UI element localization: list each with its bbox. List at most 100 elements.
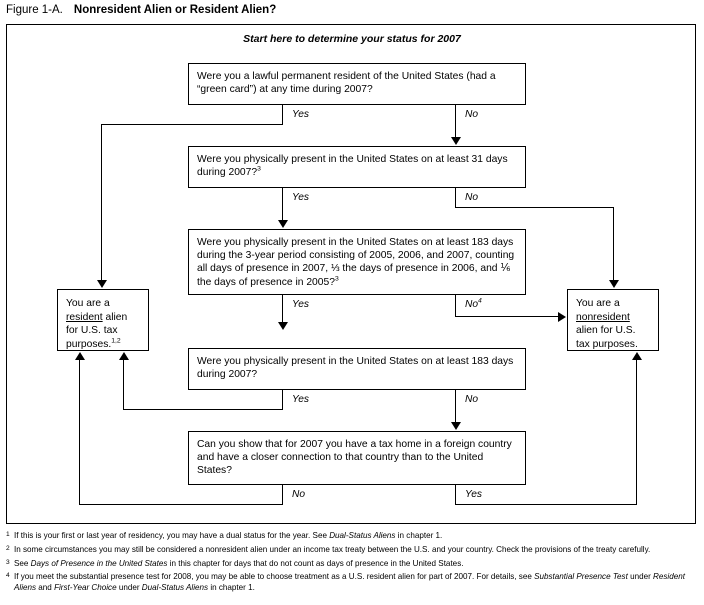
q3-yes-label: Yes <box>292 299 309 310</box>
connector-q2-no-seg2 <box>455 207 614 209</box>
resident-outcome-footnote-ref: 1,2 <box>111 337 121 345</box>
footnote-3: 3 See Days of Presence in the United Sta… <box>6 559 696 569</box>
q1-yes-label: Yes <box>292 109 309 120</box>
q5-yes-label: Yes <box>465 489 482 500</box>
q4-no-label: No <box>465 394 479 405</box>
connector-q4-yes-seg2 <box>123 409 283 411</box>
q1-no-label: No <box>465 109 479 120</box>
footnote-4-text: If you meet the substantial presence tes… <box>14 572 685 591</box>
green-card-question-text: Were you a lawful permanent resident of … <box>197 71 496 96</box>
connector-q5-yes-seg3 <box>636 359 638 505</box>
figure-caption: Figure 1-A. Nonresident Alien or Resident… <box>6 4 696 22</box>
connector-q4-no-arrowhead <box>451 422 461 430</box>
figure-number: Figure 1-A. <box>6 4 63 16</box>
nonresident-outcome-line3: alien for U.S. <box>576 325 636 337</box>
footnote-1-part-2: in chapter 1. <box>395 531 443 540</box>
start-here-note: Start here to determine your status for … <box>243 33 461 45</box>
nonresident-outcome-line4: tax purposes. <box>576 338 638 350</box>
footnote-3-marker: 3 <box>6 558 10 566</box>
flowchart-frame: Start here to determine your status for … <box>6 24 696 524</box>
tax-home-question-text: Can you show that for 2007 you have a ta… <box>197 439 512 477</box>
connector-q2-yes-arrowhead <box>278 220 288 228</box>
183-days-2007-question-box: Were you physically present in the Unite… <box>188 348 526 390</box>
connector-q5-yes-seg2 <box>455 504 637 506</box>
footnote-3-part-0: See <box>14 558 31 568</box>
green-card-question-box: Were you a lawful permanent resident of … <box>188 63 526 105</box>
connector-q5-no-arrowhead <box>75 352 85 360</box>
footnote-1: 1 If this is your first or last year of … <box>6 531 696 541</box>
footnote-4-part-5: First-Year Choice <box>54 582 117 592</box>
q5-no-label: No <box>292 489 306 500</box>
connector-q4-yes-seg3 <box>123 359 125 410</box>
footnote-1-text: If this is your first or last year of re… <box>14 531 442 540</box>
footnote-4-part-1: Substantial Presence Test <box>534 572 628 582</box>
resident-outcome-line4: purposes. <box>66 338 112 350</box>
connector-q1-yes-seg1 <box>282 105 284 125</box>
q2-yes-label: Yes <box>292 192 309 203</box>
connector-q1-no-seg1 <box>455 105 457 138</box>
connector-q1-no-arrowhead <box>451 137 461 145</box>
connector-q2-no-arrowhead <box>609 280 619 288</box>
nonresident-outcome-line1: You are a <box>576 298 620 309</box>
footnote-4-part-0: If you meet the substantial presence tes… <box>14 572 535 582</box>
connector-q1-yes-seg2 <box>101 124 283 126</box>
connector-q5-no-seg3 <box>79 359 81 505</box>
resident-alien-outcome-box: You are a resident alien for U.S. tax pu… <box>57 289 149 351</box>
footnote-1-part-1: Dual-Status Aliens <box>329 531 396 540</box>
footnote-3-text: See Days of Presence in the United State… <box>14 559 463 568</box>
footnotes: 1 If this is your first or last year of … <box>6 531 696 597</box>
q2-no-label: No <box>465 192 479 203</box>
connector-q1-yes-arrowhead <box>97 280 107 288</box>
connector-q5-no-seg1 <box>282 485 284 505</box>
q3-no-label: No4 <box>465 297 482 310</box>
footnote-4-part-3: Resident Aliens <box>14 572 685 592</box>
footnote-4-part-6: under <box>116 582 142 592</box>
connector-q1-yes-seg3 <box>101 124 103 281</box>
resident-outcome-line2-rest: alien <box>102 311 128 323</box>
31-days-question-box: Were you physically present in the Unite… <box>188 146 526 188</box>
connector-q3-yes-seg1 <box>282 295 284 328</box>
q3-no-text: No <box>465 299 479 310</box>
footnote-4: 4 If you meet the substantial presence t… <box>6 572 696 593</box>
connector-q3-no-seg1 <box>455 295 457 317</box>
nonresident-outcome-emphasis: nonresident <box>576 311 630 323</box>
resident-outcome-line1: You are a <box>66 298 110 309</box>
footnote-4-part-4: and <box>36 582 55 592</box>
connector-q4-yes-seg1 <box>282 390 284 410</box>
footnote-3-part-2: in this chapter for days that do not cou… <box>167 558 464 568</box>
183-days-3-year-footnote-ref: 3 <box>334 275 339 283</box>
31-days-question-footnote-ref: 3 <box>257 165 261 173</box>
connector-q4-yes-arrowhead <box>119 352 129 360</box>
connector-q3-no-seg2 <box>455 316 560 318</box>
resident-outcome-emphasis: resident <box>66 311 103 323</box>
connector-q2-yes-seg1 <box>282 188 284 221</box>
footnote-2-marker: 2 <box>6 544 10 552</box>
resident-outcome-line3: for U.S. tax <box>66 325 118 337</box>
183-days-3-year-question-box: Were you physically present in the Unite… <box>188 229 526 295</box>
connector-q5-no-seg2 <box>79 504 283 506</box>
footnote-2-text: In some circumstances you may still be c… <box>14 544 651 554</box>
31-days-question-text: Were you physically present in the Unite… <box>197 154 508 179</box>
connector-q2-no-seg1 <box>455 188 457 208</box>
footnote-1-part-0: If this is your first or last year of re… <box>14 531 330 540</box>
page-title: Nonresident Alien or Resident Alien? <box>73 4 277 16</box>
footnote-4-part-2: under <box>627 572 654 582</box>
q3-no-footnote-ref: 4 <box>478 297 482 305</box>
tax-home-question-box: Can you show that for 2007 you have a ta… <box>188 431 526 485</box>
connector-q5-yes-arrowhead <box>632 352 642 360</box>
footnote-3-part-1: Days of Presence in the United States <box>30 558 168 568</box>
connector-q3-yes-arrowhead <box>278 322 288 330</box>
footnote-1-marker: 1 <box>6 531 10 538</box>
connector-q2-no-seg3 <box>613 207 615 281</box>
footnote-2: 2 In some circumstances you may still be… <box>6 545 696 555</box>
nonresident-alien-outcome-box: You are a nonresident alien for U.S. tax… <box>567 289 659 351</box>
183-days-2007-question-text: Were you physically present in the Unite… <box>197 356 514 381</box>
183-days-3-year-question-text: Were you physically present in the Unite… <box>197 237 515 288</box>
footnote-4-part-8: in chapter 1. <box>208 582 255 592</box>
footnote-4-part-7: Dual-Status Aliens <box>141 582 209 592</box>
connector-q4-no-seg1 <box>455 390 457 423</box>
footnote-4-marker: 4 <box>6 572 10 580</box>
q4-yes-label: Yes <box>292 394 309 405</box>
connector-q3-no-arrowhead <box>558 312 566 322</box>
connector-q5-yes-seg1 <box>455 485 457 505</box>
